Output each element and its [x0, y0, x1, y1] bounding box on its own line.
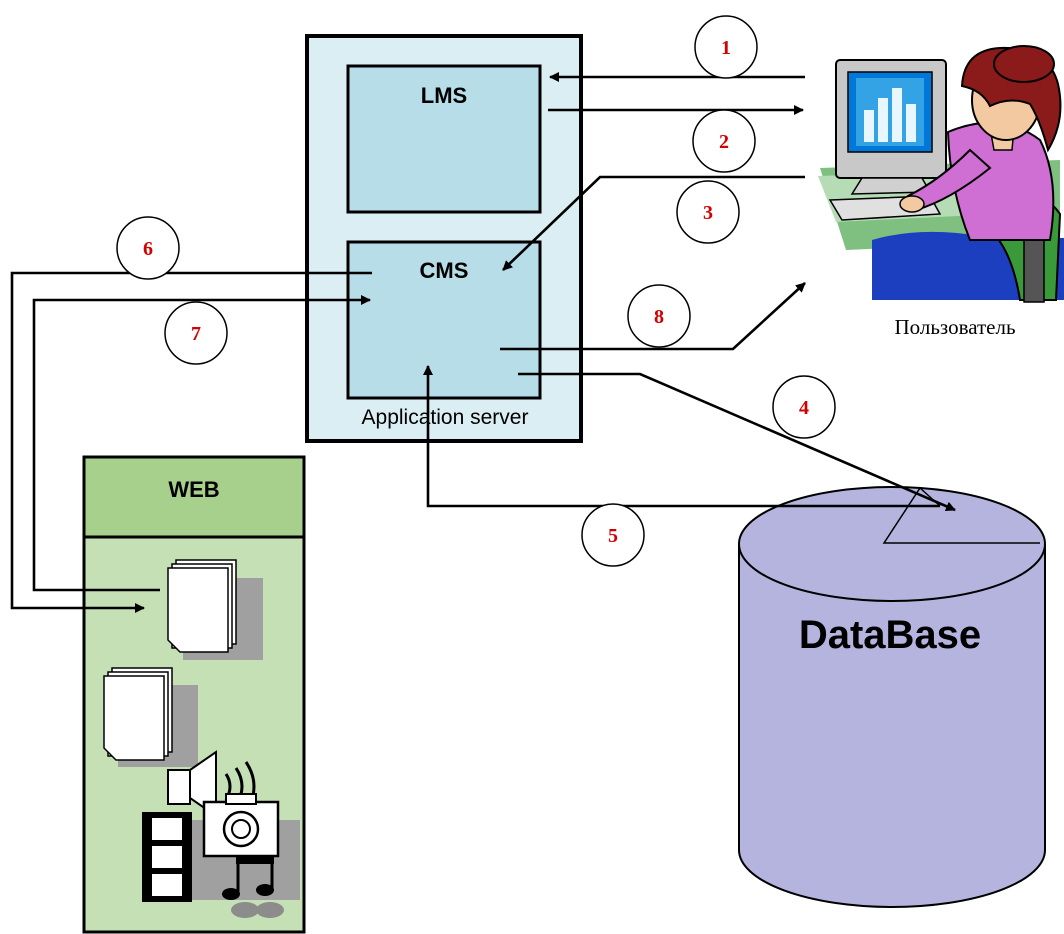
svg-text:4: 4 [799, 397, 809, 419]
step-badge-8: 8 [627, 284, 691, 348]
lms-label: LMS [421, 83, 467, 108]
cms-label: CMS [420, 258, 469, 283]
svg-text:1: 1 [721, 37, 731, 59]
flow-arrow-5 [423, 365, 940, 508]
flow-arrow-6 [10, 271, 372, 613]
user-at-computer-icon [818, 45, 1064, 303]
svg-text:2: 2 [719, 131, 729, 153]
step-badge-1: 1 [694, 15, 758, 79]
step-badge-6: 6 [116, 216, 180, 280]
step-badge-4: 4 [772, 375, 836, 439]
cms-module: CMS [346, 240, 542, 400]
flow-arrow-7 [32, 295, 371, 592]
document-stack-icon [167, 559, 263, 660]
flow-arrow-3 [502, 175, 805, 271]
user-label: Пользователь [894, 315, 1015, 339]
flow-arrow-8 [500, 282, 806, 351]
database-label: DataBase [799, 613, 981, 657]
multimedia-icon [142, 750, 300, 918]
step-badge-3: 3 [676, 180, 740, 244]
application-server-label: Application server [362, 406, 529, 429]
svg-text:5: 5 [608, 525, 618, 547]
flow-arrow-4 [518, 372, 956, 512]
step-badge-2: 2 [692, 109, 756, 173]
step-badge-7: 7 [164, 301, 228, 365]
document-stack-icon [103, 667, 198, 767]
web-label: WEB [168, 477, 219, 502]
step-badge-5: 5 [581, 503, 645, 567]
database-cylinder: DataBase [738, 486, 1046, 908]
svg-text:8: 8 [654, 306, 664, 328]
svg-text:6: 6 [143, 238, 153, 260]
flow-arrows [10, 72, 1040, 613]
svg-text:3: 3 [703, 202, 713, 224]
svg-text:7: 7 [191, 323, 201, 345]
lms-module: LMS [346, 64, 542, 214]
